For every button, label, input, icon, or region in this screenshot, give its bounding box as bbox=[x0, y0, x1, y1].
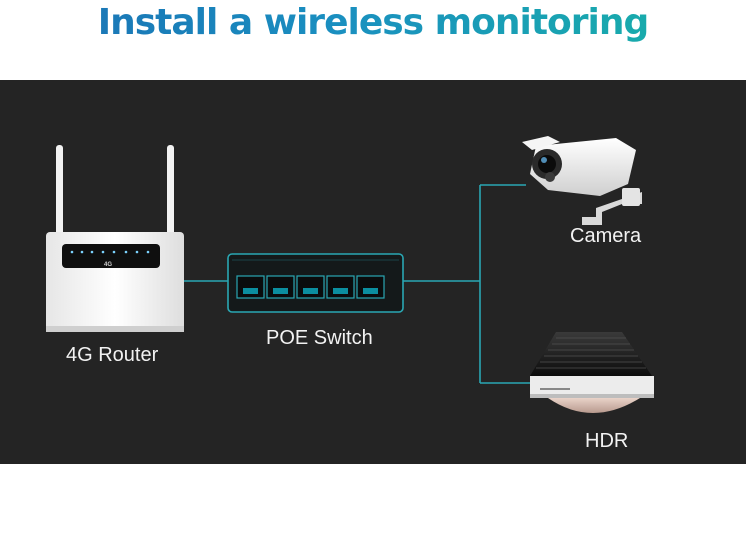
diagram-panel: 4G bbox=[0, 80, 746, 464]
camera-label: Camera bbox=[570, 225, 642, 247]
hdr-label: HDR bbox=[585, 430, 629, 452]
camera-icon bbox=[522, 136, 642, 225]
router-icon: 4G bbox=[46, 145, 184, 332]
page-title: Install a wireless monitoring bbox=[0, 2, 746, 43]
router-label: 4G Router bbox=[66, 344, 159, 366]
poe-switch-label: POE Switch bbox=[266, 327, 373, 349]
hdr-icon bbox=[530, 332, 654, 413]
router-badge: 4G bbox=[104, 262, 112, 268]
poe-switch-icon bbox=[227, 253, 404, 313]
connector-lines bbox=[184, 184, 530, 384]
network-diagram: 4G bbox=[46, 136, 654, 413]
